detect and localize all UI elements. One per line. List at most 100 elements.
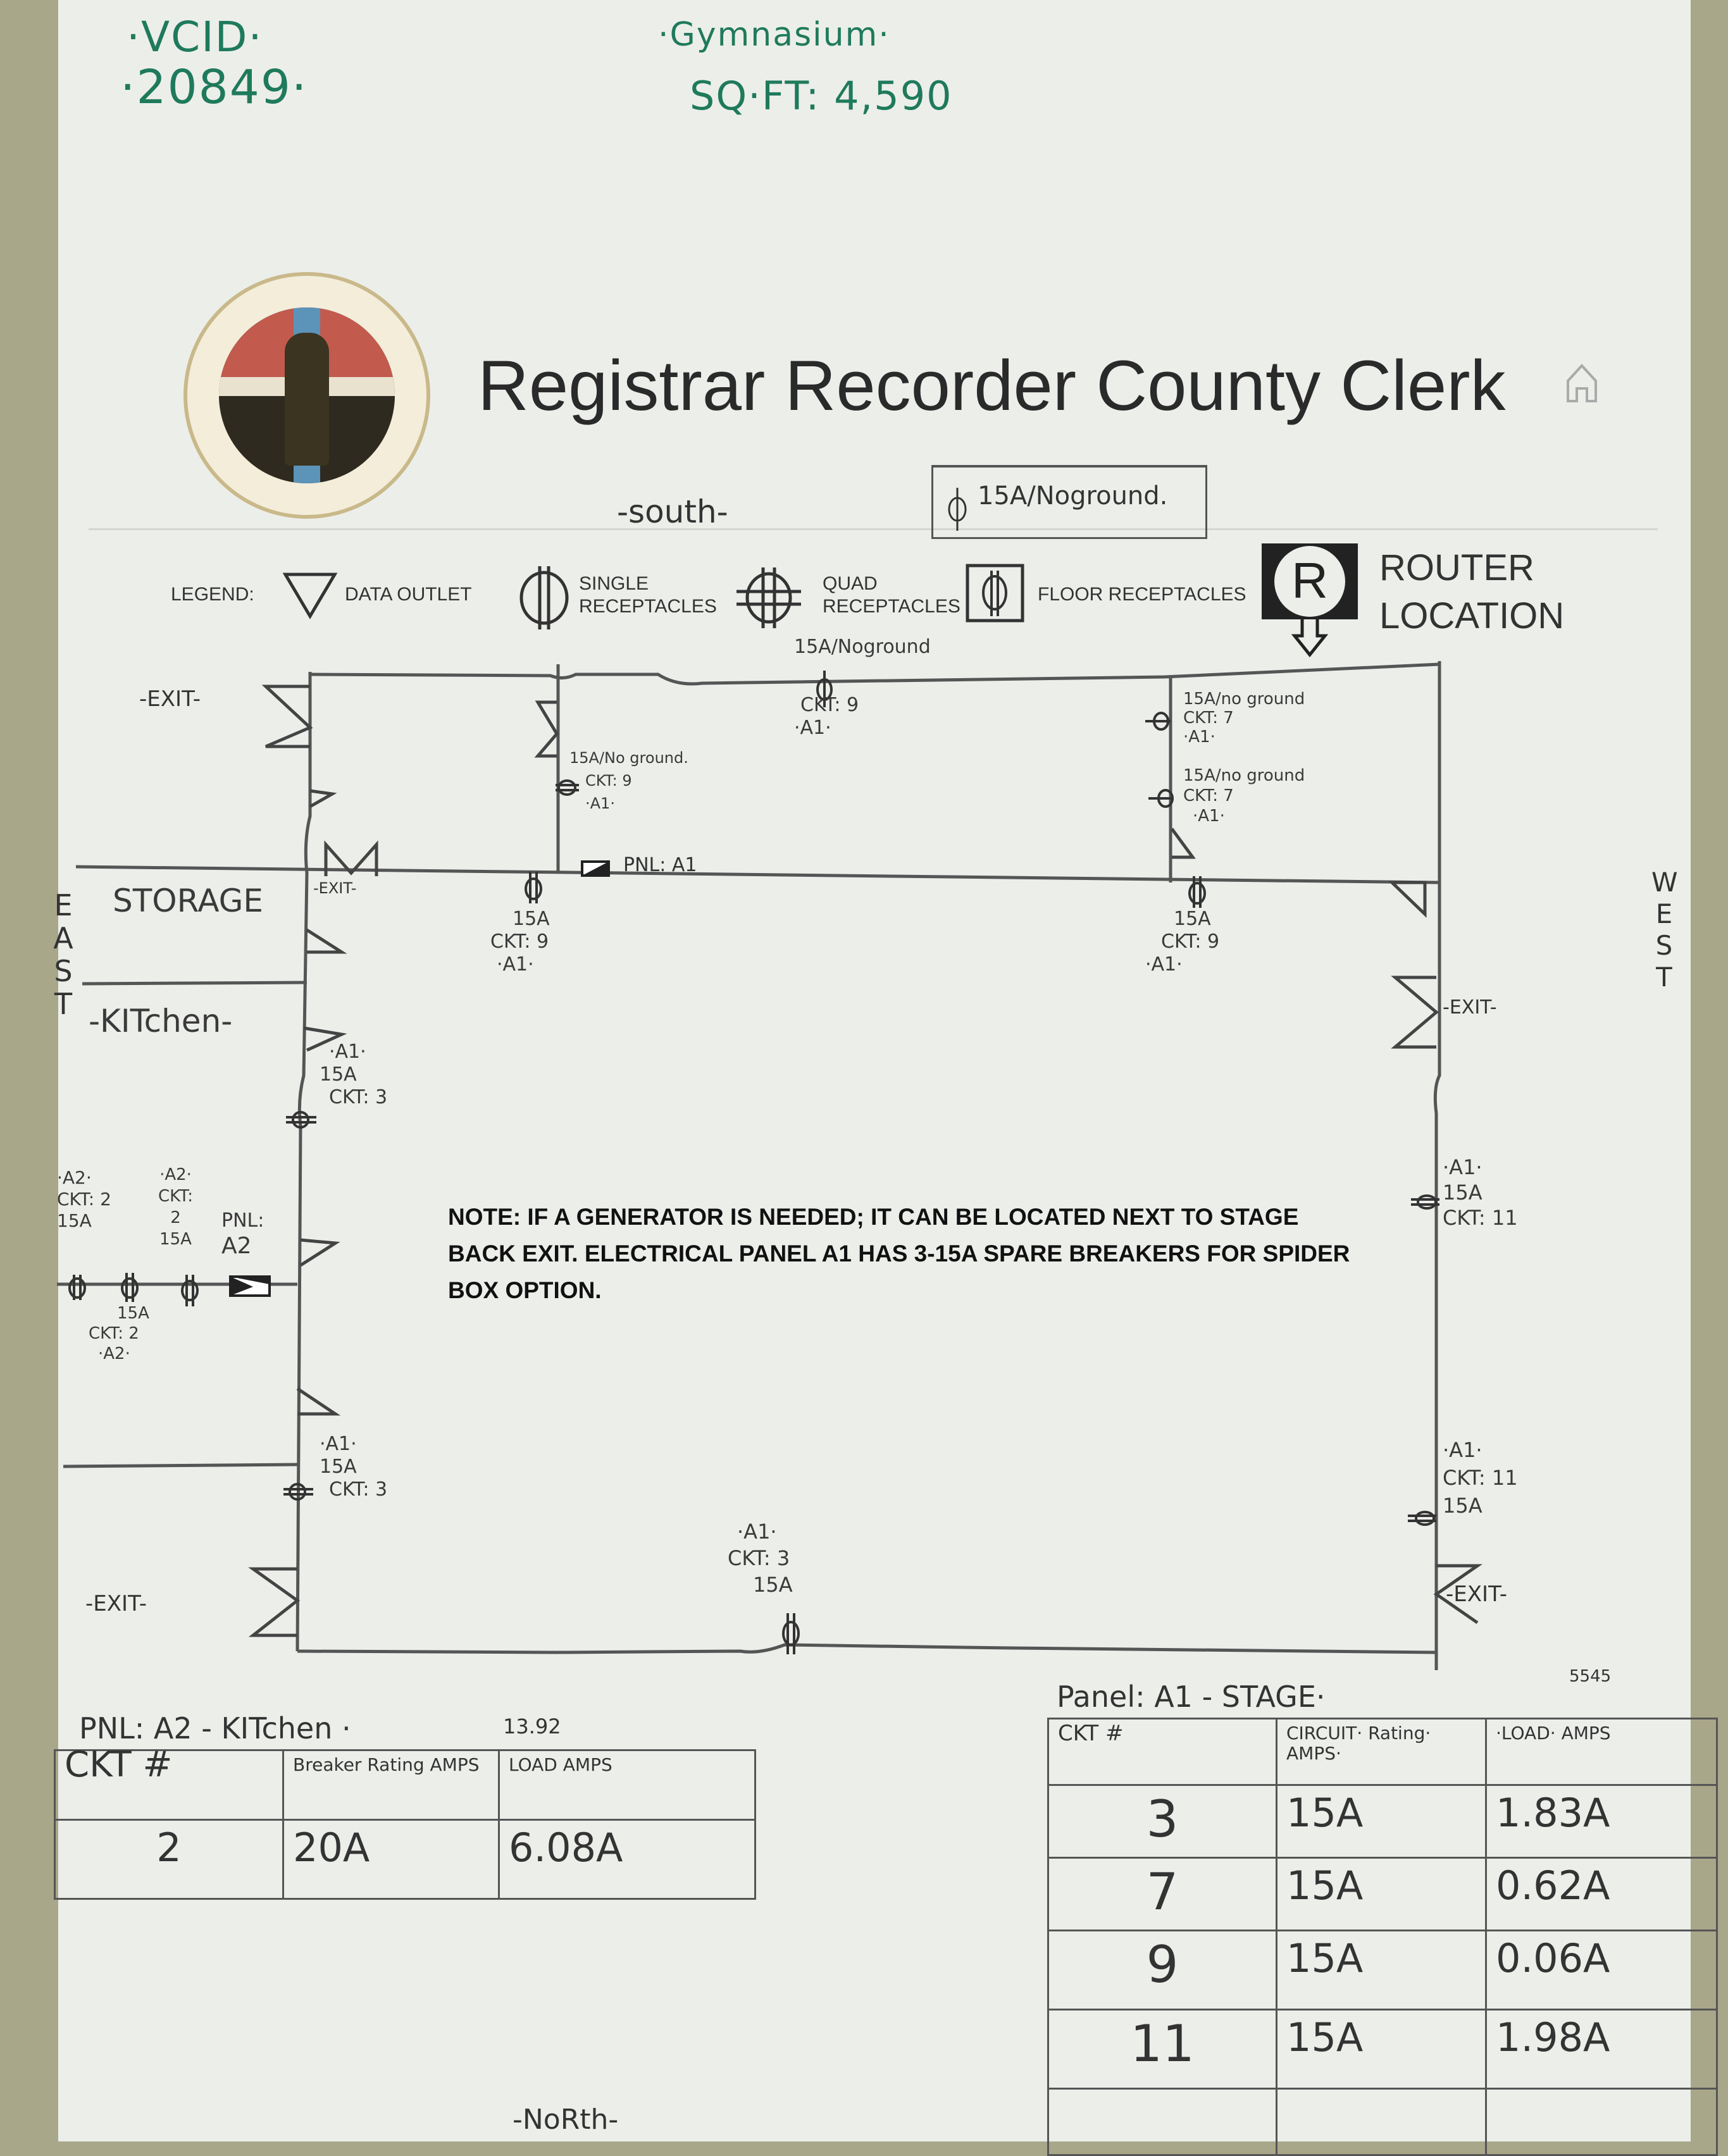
exit-door-icon xyxy=(1433,1564,1483,1625)
exit-label: -EXIT- xyxy=(85,1591,147,1616)
table-cell: 0.06A xyxy=(1485,1930,1718,2010)
table-cell: 15A xyxy=(1276,1930,1487,2010)
wall-east xyxy=(295,672,312,1652)
wall-north xyxy=(297,1643,1437,1654)
data-outlet-icon xyxy=(303,1026,347,1052)
legend-single-receptacle: SINGLE RECEPTACLES xyxy=(579,573,717,617)
table-row: 11 15A 1.98A xyxy=(1047,2009,1718,2090)
data-outlet-icon xyxy=(309,789,337,808)
quad-receptacle-icon xyxy=(1411,1194,1439,1210)
annotation-inner-left: 15A/No ground.CKT: 9·A1· xyxy=(569,749,688,812)
single-receptacle-icon xyxy=(1145,712,1171,731)
quad-receptacle-icon xyxy=(737,567,801,628)
legend-data-outlet: DATA OUTLET xyxy=(345,584,472,605)
data-outlet-icon xyxy=(296,1387,341,1416)
table-row: 9 15A 0.06A xyxy=(1047,1930,1718,2010)
panel-a2-label: PNL:A2 xyxy=(221,1210,264,1259)
table-cell: 0.62A xyxy=(1485,1857,1718,1931)
single-receptacle-icon xyxy=(948,488,967,531)
room-kitchen: -KITchen- xyxy=(89,1003,233,1039)
router-icon: R xyxy=(1262,543,1358,658)
single-receptacle-icon xyxy=(1188,876,1206,908)
exit-label: -EXIT- xyxy=(139,686,201,712)
single-receptacle-icon xyxy=(519,566,569,629)
wall-west xyxy=(1433,661,1441,1670)
panel-a1-label: PNL: A1 xyxy=(623,854,697,876)
wall-storage-kitchen xyxy=(82,981,308,986)
floor-receptacle-icon xyxy=(966,564,1024,623)
quad-receptacle-icon xyxy=(283,1483,313,1501)
table-row: 2 20A 6.08A xyxy=(54,1819,756,1900)
table-cell xyxy=(1276,2088,1487,2156)
callout-text: 15A/Noground. xyxy=(978,481,1168,511)
room-storage: STORAGE xyxy=(113,883,264,919)
exit-label: -EXIT- xyxy=(1446,1582,1507,1607)
table-cell: 15A xyxy=(1276,1857,1487,1931)
exit-door-icon xyxy=(534,700,559,758)
router-label-line1: ROUTER xyxy=(1379,547,1534,588)
table-cell: 6.08A xyxy=(498,1819,756,1900)
table-cell: 15A xyxy=(1276,2009,1487,2090)
callout-box: 15A/Noground. xyxy=(931,465,1207,539)
county-seal-logo xyxy=(183,272,430,519)
single-receptacle-icon xyxy=(782,1613,800,1654)
table-cell: 1.98A xyxy=(1485,2009,1718,2090)
table-header-row: CKT # Breaker Rating AMPS LOAD AMPS xyxy=(54,1747,756,1821)
router-label-line2: LOCATION xyxy=(1379,595,1565,636)
panel-a2-title: PNL: A2 - KITchen · xyxy=(79,1711,351,1745)
column-header: LOAD AMPS xyxy=(498,1749,756,1821)
home-icon[interactable] xyxy=(1563,361,1601,405)
data-outlet-icon xyxy=(1170,827,1196,859)
exit-door-icon xyxy=(1391,976,1439,1049)
single-receptacle-icon xyxy=(181,1275,199,1306)
table-cell: 2 xyxy=(54,1819,284,1900)
wall-stage-front xyxy=(75,865,1440,884)
column-header: CIRCUIT· Rating· AMPS· xyxy=(1276,1718,1487,1786)
data-outlet-icon xyxy=(306,928,347,954)
exit-label: -EXIT- xyxy=(313,879,357,897)
table-cell: 7 xyxy=(1047,1857,1277,1931)
org-title: Registrar Recorder County Clerk xyxy=(478,346,1506,425)
legend-quad-receptacle: QUAD RECEPTACLES xyxy=(823,573,960,617)
table-cell: 3 xyxy=(1047,1784,1277,1859)
table-cell xyxy=(1047,2088,1277,2156)
direction-south: -south- xyxy=(617,493,728,530)
vcid-value: ·20849· xyxy=(120,60,308,115)
legend-label: LEGEND: xyxy=(171,584,254,605)
table-cell xyxy=(1485,2088,1718,2156)
data-outlet-icon xyxy=(299,1238,340,1267)
table-cell: 9 xyxy=(1047,1930,1277,2010)
location-name: ·Gymnasium· xyxy=(658,16,890,54)
data-outlet-icon xyxy=(282,573,338,619)
table-row: 7 15A 0.62A xyxy=(1047,1857,1718,1931)
router-label: ROUTER LOCATION xyxy=(1379,544,1564,640)
single-receptacle-icon xyxy=(525,872,542,903)
single-receptacle-icon xyxy=(1148,789,1174,808)
table-cell: 15A xyxy=(1276,1784,1487,1859)
table-cell: 1.83A xyxy=(1485,1784,1718,1859)
vcid-label: ·VCID· xyxy=(127,13,263,61)
panel-a1-total: 5545 xyxy=(1569,1667,1612,1686)
legend-floor-receptacle: FLOOR RECEPTACLES xyxy=(1038,584,1246,605)
quad-receptacle-icon xyxy=(286,1111,316,1129)
column-header: ·LOAD· AMPS xyxy=(1485,1718,1718,1786)
column-header: CKT # xyxy=(1047,1718,1277,1786)
panel-a2-total: 13.92 xyxy=(503,1714,561,1738)
quad-receptacle-icon xyxy=(1408,1511,1436,1526)
single-receptacle-icon xyxy=(68,1275,86,1300)
header-divider xyxy=(89,528,1658,530)
exit-label: -EXIT- xyxy=(1443,996,1497,1019)
column-header: Breaker Rating AMPS xyxy=(282,1749,500,1821)
direction-north: -NoRth- xyxy=(513,2103,619,2136)
